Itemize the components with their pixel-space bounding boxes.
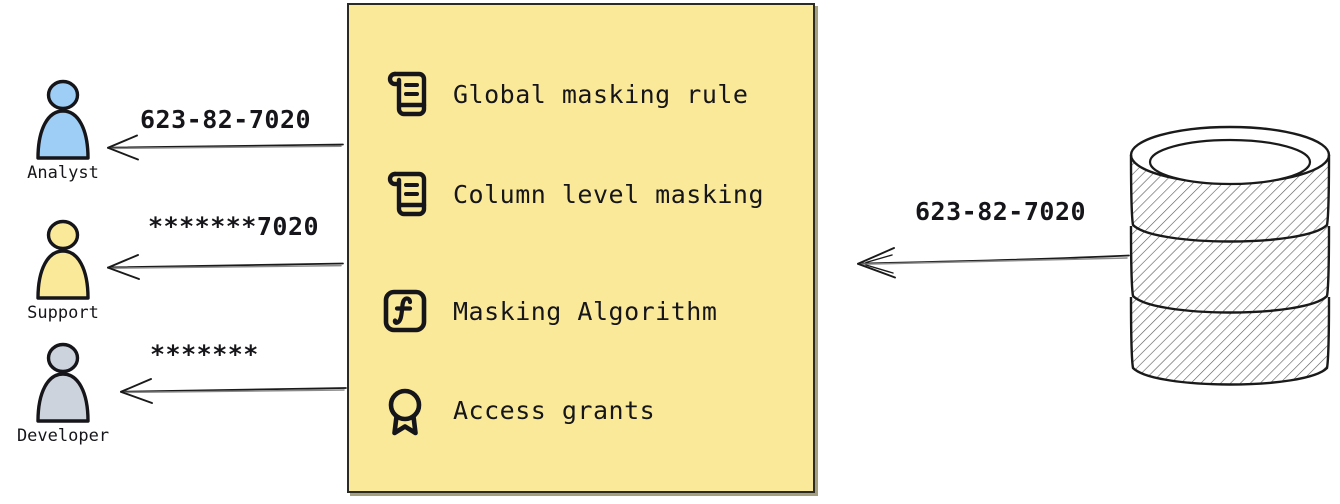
person-icon [36, 79, 90, 160]
edge-label-database: 623-82-7020 [915, 197, 1087, 226]
actor-label: Developer [16, 426, 110, 446]
arrow-to-developer [108, 372, 348, 408]
policy-item-global-masking-rule[interactable]: Global masking rule [379, 63, 748, 125]
edge-label-analyst: 623-82-7020 [140, 105, 312, 134]
arrow-database-to-panel [846, 242, 1131, 282]
edge-label-developer: ******* [150, 340, 259, 369]
award-icon [388, 388, 422, 436]
database-cylinder [1125, 122, 1335, 400]
db-segment-middle [1129, 225, 1331, 314]
policy-list: Global masking rule Column level masking [349, 5, 813, 491]
actor-support: Support [8, 218, 118, 323]
person-icon [36, 219, 90, 300]
db-segment-bottom [1129, 296, 1331, 386]
database-icon [1129, 125, 1331, 386]
edge-label-support: *******7020 [148, 212, 320, 241]
function-icon [383, 289, 427, 333]
policy-item-label: Column level masking [453, 179, 765, 209]
policy-item-label: Access grants [453, 395, 656, 425]
policy-item-label: Masking Algorithm [453, 296, 718, 326]
arrow-to-support [95, 248, 345, 284]
person-icon [36, 342, 90, 423]
arrow-to-analyst [95, 128, 345, 164]
actor-label: Support [27, 303, 99, 323]
policy-item-column-level-masking[interactable]: Column level masking [379, 163, 764, 225]
policy-item-label: Global masking rule [453, 79, 749, 109]
actor-label: Analyst [27, 163, 99, 183]
scroll-icon [387, 71, 427, 117]
masking-policy-panel: Global masking rule Column level masking [347, 3, 815, 493]
actor-analyst: Analyst [8, 78, 118, 183]
db-segment-top [1129, 125, 1331, 243]
policy-item-masking-algorithm[interactable]: Masking Algorithm [379, 280, 717, 342]
actor-developer: Developer [8, 341, 118, 446]
policy-item-access-grants[interactable]: Access grants [379, 379, 655, 441]
scroll-icon [387, 171, 427, 217]
